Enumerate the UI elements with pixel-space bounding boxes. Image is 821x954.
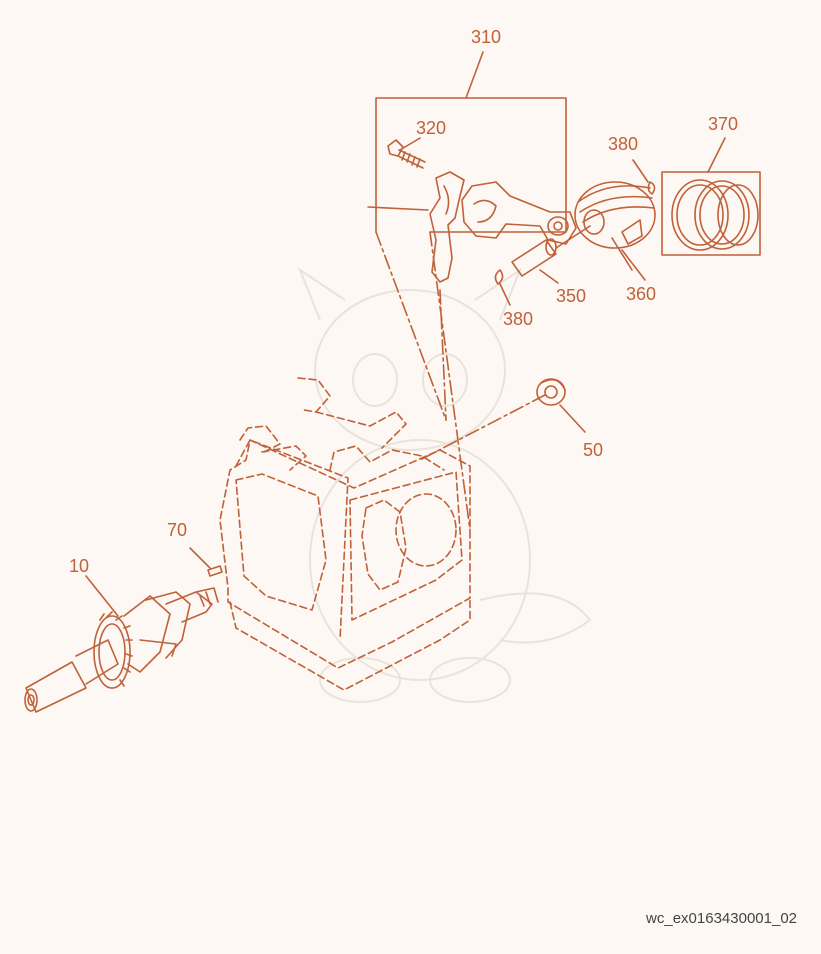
label-380-upper: 380 (608, 134, 638, 154)
assembly-axis-lines (375, 231, 546, 531)
label-350: 350 (556, 286, 586, 306)
label-70: 70 (167, 520, 187, 540)
piston-rings-icon (661, 137, 761, 256)
label-10: 10 (69, 556, 89, 576)
piston-icon (574, 181, 656, 271)
label-360: 360 (626, 284, 656, 304)
piston-pin-icon (511, 225, 591, 284)
label-320: 320 (416, 118, 446, 138)
key-icon (189, 547, 223, 577)
label-50: 50 (583, 440, 603, 460)
dragon-watermark-icon (297, 267, 592, 703)
label-310: 310 (471, 27, 501, 47)
bolt-icon (387, 137, 426, 169)
oil-seal-icon (536, 378, 586, 433)
crankshaft-icon (24, 575, 219, 713)
clip-icon (494, 269, 511, 306)
part-labels: 310 320 380 370 350 360 380 50 70 10 (69, 27, 738, 576)
crankcase-icon (219, 377, 471, 691)
clip-icon (632, 159, 656, 195)
label-370: 370 (708, 114, 738, 134)
connecting-rod-icon (461, 181, 577, 245)
label-380-lower: 380 (503, 309, 533, 329)
reference-id: wc_ex0163430001_02 (646, 910, 797, 927)
assembly-box-310 (375, 51, 567, 233)
connecting-rod-cap-icon (367, 171, 465, 283)
